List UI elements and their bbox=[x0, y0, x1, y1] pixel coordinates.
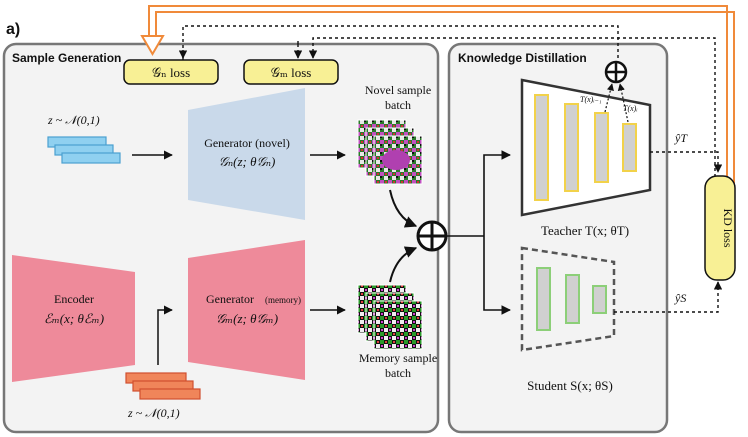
kd-loss-box bbox=[704, 175, 736, 281]
gm-loss-box bbox=[243, 59, 339, 85]
encoder-formula: ℰₘ(x; θℰₘ) bbox=[44, 311, 104, 326]
y-teacher-label: ŷT bbox=[674, 131, 688, 145]
noise-memory-label: z ~ 𝒩(0,1) bbox=[127, 406, 180, 420]
sample-generation-title: Sample Generation bbox=[12, 51, 121, 65]
novel-batch-blob bbox=[382, 150, 410, 170]
kd-loss-label: KD loss bbox=[721, 208, 735, 247]
novel-batch-label-1: Novel sample bbox=[365, 83, 431, 97]
student-network bbox=[520, 246, 616, 352]
arrow-to-teacher bbox=[483, 150, 511, 236]
memory-batch-label-1: Memory sample bbox=[359, 351, 437, 365]
noise-novel-label: z ~ 𝒩(0,1) bbox=[47, 113, 100, 127]
student-layer-2 bbox=[565, 274, 580, 324]
generator-novel-label: Generator (novel) bbox=[204, 136, 290, 150]
arrow-memory-to-combine bbox=[389, 246, 418, 283]
feature-arrow-2 bbox=[617, 83, 629, 123]
teacher-layer-4 bbox=[622, 123, 637, 172]
teacher-label: Teacher T(x; θT) bbox=[541, 223, 629, 238]
gm-loss-label: 𝒢ₘ loss bbox=[271, 65, 312, 80]
generator-novel-formula: 𝒢ₙ(z; θ𝒢ₙ) bbox=[219, 154, 276, 169]
teacher-layer-2 bbox=[564, 103, 579, 192]
generator-novel-shape bbox=[188, 88, 305, 220]
knowledge-distillation-title: Knowledge Distillation bbox=[458, 51, 587, 65]
orange-feedback-path-inner bbox=[155, 11, 735, 192]
teacher-feature-2: T(x)ᵢ bbox=[623, 104, 638, 113]
memory-batch-label-2: batch bbox=[385, 366, 411, 380]
student-layer-1 bbox=[536, 267, 551, 331]
gn-loss-label: 𝒢ₙ loss bbox=[152, 65, 190, 80]
student-layer-3 bbox=[592, 285, 607, 314]
gm-loss-connector bbox=[308, 37, 716, 195]
orange-feedback-path bbox=[148, 5, 728, 192]
noise-memory-stack-3 bbox=[139, 388, 201, 400]
orange-arrowhead bbox=[140, 35, 165, 56]
generator-memory-formula: 𝒢ₘ(z; θ𝒢ₘ) bbox=[216, 311, 278, 326]
teacher-layer-3 bbox=[594, 112, 609, 183]
arrow-noise-to-gen-memory bbox=[157, 305, 173, 365]
figure-label: a) bbox=[6, 21, 20, 38]
memory-batch-image-3 bbox=[373, 300, 423, 350]
arrow-to-student bbox=[483, 236, 511, 315]
arrow-student-to-kd bbox=[614, 281, 723, 313]
y-student-label: ŷS bbox=[674, 291, 686, 305]
generator-memory-shape bbox=[188, 240, 305, 380]
generator-memory-sub: (memory) bbox=[265, 295, 301, 305]
encoder-label: Encoder bbox=[54, 292, 94, 306]
noise-novel-stack-3 bbox=[61, 152, 121, 164]
arrow-novel-to-combine bbox=[389, 189, 418, 228]
encoder-shape bbox=[12, 255, 135, 382]
arrow-teacher-to-kd bbox=[650, 151, 723, 173]
novel-batch-label-2: batch bbox=[385, 98, 411, 112]
generator-memory-label: Generator bbox=[206, 292, 254, 306]
gn-loss-box bbox=[123, 59, 219, 85]
teacher-network bbox=[520, 78, 652, 217]
feature-arrow-1 bbox=[604, 83, 614, 113]
student-label: Student S(x; θS) bbox=[527, 378, 613, 393]
teacher-layer-1 bbox=[534, 94, 549, 201]
teacher-feature-1: T(x)ᵢ₋₁ bbox=[580, 95, 602, 104]
